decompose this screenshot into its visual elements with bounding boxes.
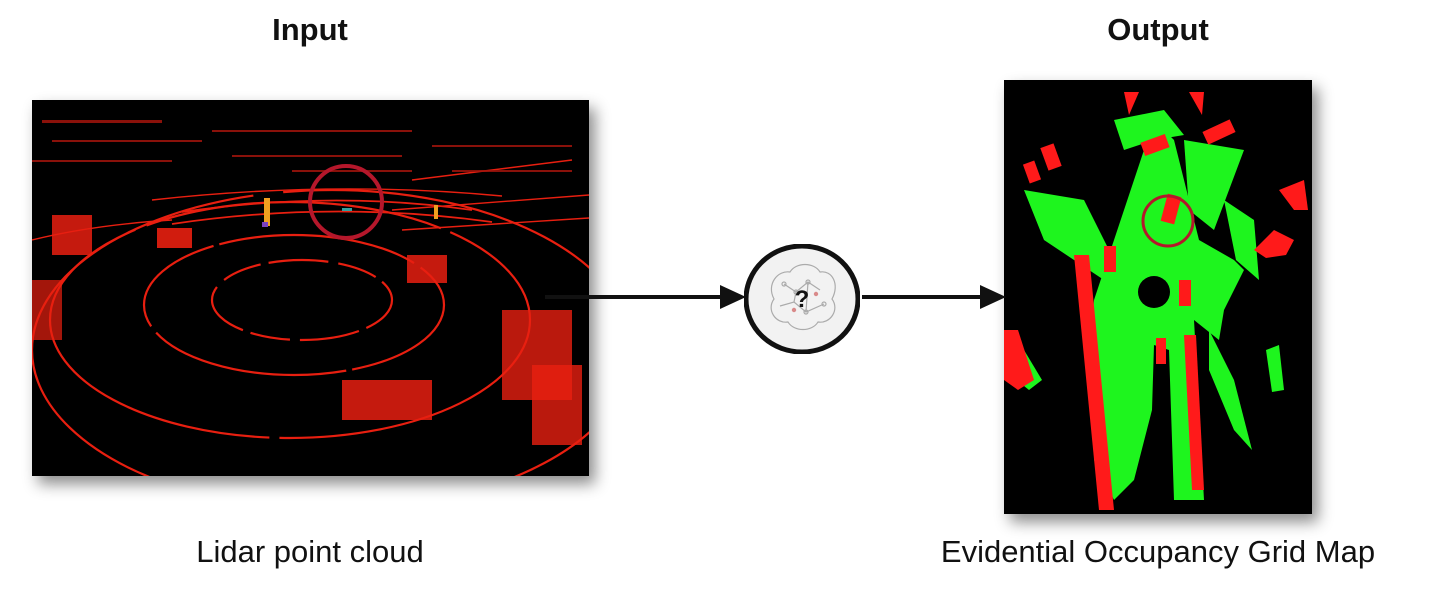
input-caption: Lidar point cloud bbox=[196, 534, 424, 569]
occupancy-grid-map-image bbox=[1004, 80, 1312, 514]
output-heading: Output bbox=[1107, 12, 1209, 47]
highlight-circle-input bbox=[308, 164, 384, 240]
highlight-circle-output bbox=[1141, 194, 1195, 248]
input-heading: Input bbox=[272, 12, 348, 47]
lidar-point-cloud-image bbox=[32, 100, 589, 476]
output-caption: Evidential Occupancy Grid Map bbox=[940, 534, 1376, 569]
brain-icon bbox=[770, 263, 836, 331]
model-node: ? bbox=[743, 243, 861, 355]
model-question-mark: ? bbox=[795, 286, 810, 313]
